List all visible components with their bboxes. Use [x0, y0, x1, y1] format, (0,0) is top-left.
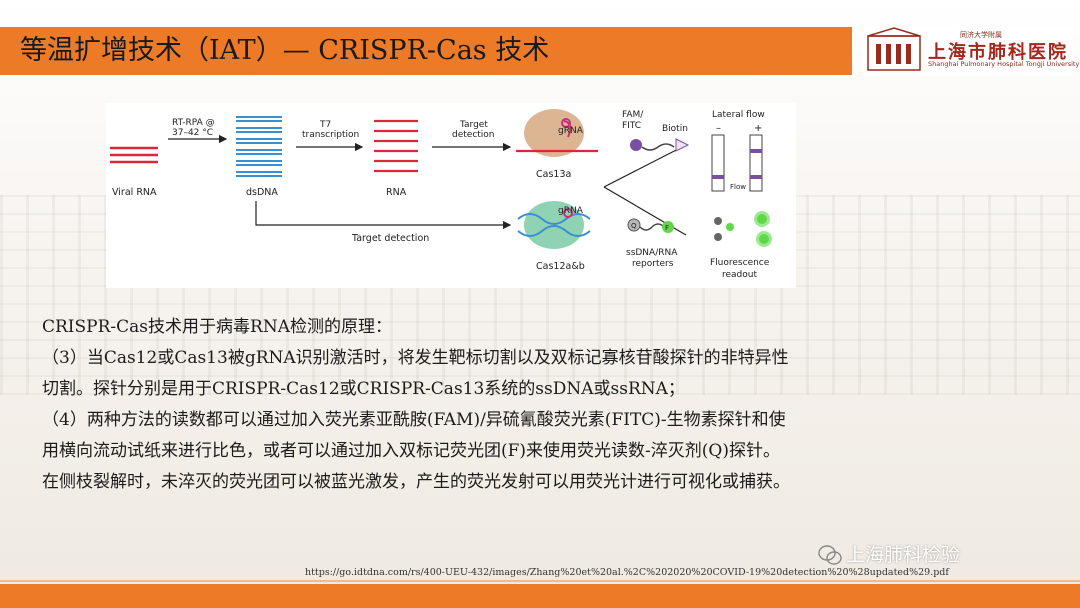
logo-hospital-name: 上海市肺科医院 — [928, 42, 1068, 63]
rna-stack — [374, 119, 418, 173]
lateral-flow-strips — [711, 134, 763, 192]
dsdna-label: dsDNA — [246, 187, 278, 198]
fluorescence-label-2: readout — [722, 270, 757, 280]
flow-label: Flow — [730, 183, 746, 191]
wechat-watermark: 上海肺科检验 — [846, 544, 961, 566]
body-line-3: 切割。探针分别是用于CRISPR-Cas12或CRISPR-Cas13系统的ss… — [42, 379, 685, 399]
crispr-workflow-figure: Viral RNA RT-RPA @ 37–42 °C dsDNA T7 tra… — [106, 103, 796, 288]
fluorescence-label-1: Fluorescence — [710, 258, 770, 268]
quencher-fluor-reporter — [627, 218, 674, 233]
rna-label: RNA — [386, 187, 407, 198]
grna-bottom-label: gRNA — [558, 206, 584, 216]
cas13a-complex — [516, 109, 598, 157]
fam-biotin-probe — [630, 138, 690, 152]
logo-affiliation: 同济大学附属 — [960, 31, 1002, 39]
target-detection-label-1: Target — [459, 120, 488, 130]
grna-top-label: gRNA — [558, 126, 584, 136]
building-emblem-icon — [867, 27, 921, 71]
body-line-5: 用横向流动试纸来进行比色，或者可以通过加入双标记荧光团(F)来使用荧光读数-淬灭… — [42, 441, 781, 461]
hospital-logo — [862, 26, 1072, 76]
reporters-label-2: reporters — [632, 259, 674, 269]
t7-label-2: transcription — [302, 130, 359, 140]
body-line-6: 在侧枝裂解时，未淬灭的荧光团可以被蓝光激发，产生的荧光发射可以用荧光计进行可视化… — [42, 472, 790, 492]
slide-title: 等温扩增技术（IAT）— CRISPR-Cas 技术 — [20, 35, 550, 66]
source-url: https://go.idtdna.com/rs/400-UEU-432/ima… — [305, 567, 949, 578]
fam-fitc-label-1: FAM/ — [622, 110, 644, 120]
target-detection-bottom-label: Target detection — [351, 233, 429, 244]
cas12ab-complex — [517, 201, 591, 249]
body-line-2: （3）当Cas12或Cas13被gRNA识别激活时，将发生靶标切割以及双标记寡核… — [42, 348, 789, 368]
fluorescence-readout — [714, 211, 772, 247]
lateral-minus-label: – — [716, 123, 721, 134]
viral-rna-strands — [110, 146, 158, 164]
footer-bar — [0, 584, 1080, 608]
f-label: F — [665, 224, 669, 232]
dsdna-stack — [236, 116, 282, 177]
body-line-1: CRISPR-Cas技术用于病毒RNA检测的原理： — [42, 317, 392, 337]
fam-fitc-label-2: FITC — [622, 121, 641, 131]
lateral-plus-label: + — [754, 123, 762, 134]
body-line-4: （4）两种方法的读数都可以通过加入荧光素亚酰胺(FAM)/异硫氰酸荧光素(FIT… — [42, 410, 786, 430]
wechat-icon — [818, 545, 842, 565]
q-label: Q — [631, 222, 637, 230]
t7-label-1: T7 — [319, 120, 331, 130]
footer-divider — [0, 580, 1080, 582]
target-detection-bottom-arrow — [255, 201, 512, 230]
reporters-label-1: ssDNA/RNA — [626, 248, 678, 258]
body-text: CRISPR-Cas技术用于病毒RNA检测的原理： （3）当Cas12或Cas1… — [42, 312, 1042, 498]
viral-rna-label: Viral RNA — [112, 187, 157, 198]
rt-rpa-label-1: RT-RPA @ — [172, 118, 215, 128]
cas13a-label: Cas13a — [536, 169, 571, 180]
title-bar — [0, 27, 852, 75]
biotin-label: Biotin — [662, 124, 688, 134]
target-detection-label-2: detection — [452, 130, 495, 140]
rt-rpa-label-2: 37–42 °C — [172, 128, 213, 138]
cas12ab-label: Cas12a&b — [536, 261, 585, 272]
lateral-flow-label: Lateral flow — [712, 110, 765, 120]
branch-line-top — [603, 144, 687, 188]
logo-english-name: Shanghai Pulmonary Hospital Tongji Unive… — [928, 60, 1080, 68]
